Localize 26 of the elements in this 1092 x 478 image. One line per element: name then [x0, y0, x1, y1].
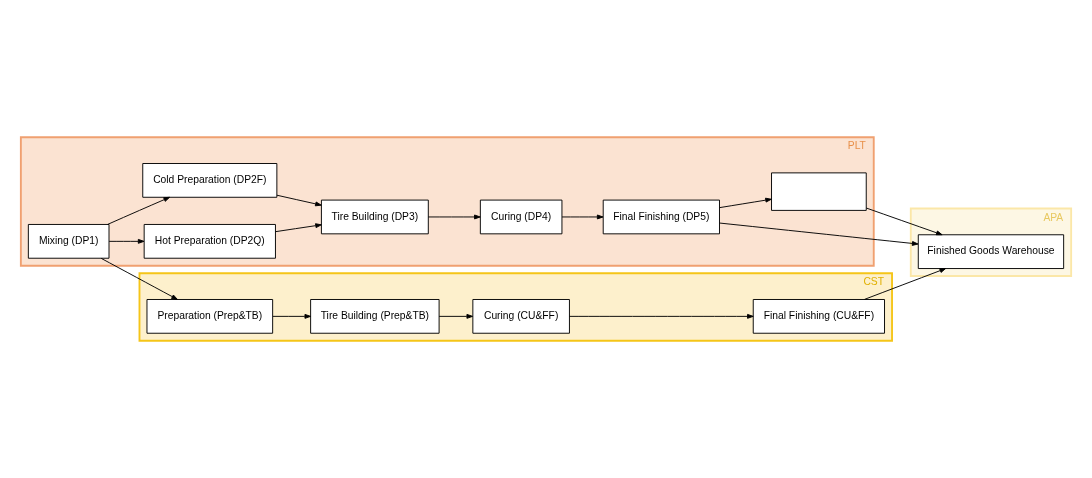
arrow — [864, 268, 947, 300]
node-box: Hot Preparation (DP2Q) — [143, 224, 276, 259]
arrow — [569, 313, 754, 319]
node-box: Final Finishing (DP5) — [602, 199, 720, 235]
node-box: Curing (DP4) — [479, 199, 563, 235]
node-box — [771, 172, 867, 211]
arrow — [276, 194, 322, 207]
arrow — [719, 197, 772, 209]
arrow — [561, 214, 604, 220]
node-box: Mixing (DP1) — [27, 224, 110, 259]
arrow — [438, 313, 474, 319]
arrow — [108, 238, 145, 244]
arrow — [275, 223, 322, 233]
arrow — [100, 257, 178, 300]
node-box: Finished Goods Warehouse — [917, 234, 1065, 269]
node-box: Final Finishing (CU&FF) — [752, 299, 885, 334]
node-box: Preparation (Prep&TB) — [146, 299, 274, 334]
arrow — [427, 214, 481, 220]
node-box: Curing (CU&FF) — [472, 299, 570, 334]
arrow — [865, 207, 943, 236]
node-box: Cold Preparation (DP2F) — [142, 163, 278, 198]
node-box: Tire Building (Prep&TB) — [310, 299, 440, 334]
arrow — [719, 222, 919, 246]
arrow — [272, 313, 312, 319]
arrow — [107, 196, 171, 225]
node-box: Tire Building (DP3) — [320, 199, 429, 235]
